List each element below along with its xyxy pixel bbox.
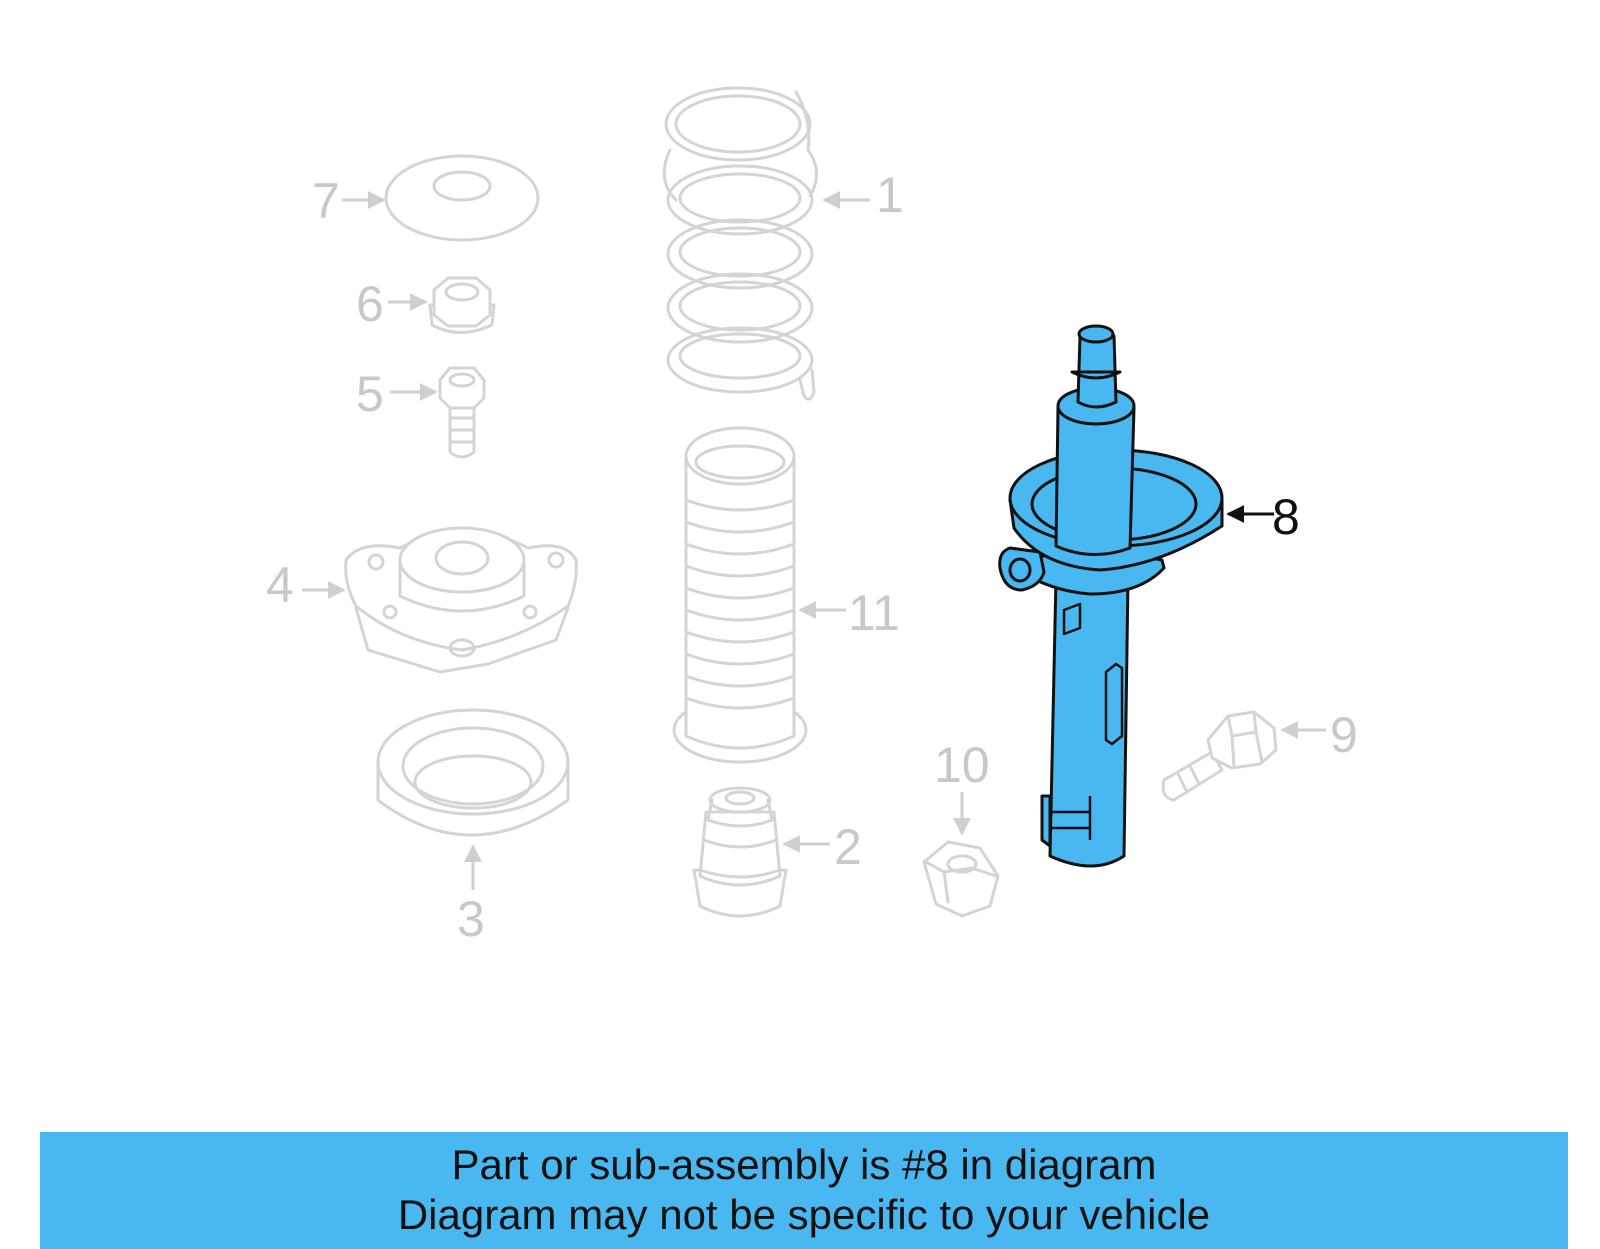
part-7-plate: 7 bbox=[312, 154, 540, 242]
part-3-spring-seat: 3 bbox=[376, 708, 570, 947]
callout-5: 5 bbox=[356, 366, 384, 422]
callout-8: 8 bbox=[1272, 489, 1300, 545]
callout-4: 4 bbox=[266, 557, 294, 613]
parts-diagram: 7 6 5 4 3 bbox=[266, 86, 1358, 947]
part-6-nut: 6 bbox=[356, 276, 496, 334]
callout-10: 10 bbox=[934, 737, 990, 793]
part-11-dust-boot: 11 bbox=[672, 426, 900, 764]
part-5-bolt: 5 bbox=[356, 366, 486, 459]
part-9-bolt: 9 bbox=[1161, 707, 1358, 802]
callout-1: 1 bbox=[876, 167, 904, 223]
callout-6: 6 bbox=[356, 276, 384, 332]
callout-9: 9 bbox=[1330, 707, 1358, 763]
part-10-nut: 10 bbox=[922, 737, 1000, 918]
callout-11: 11 bbox=[848, 585, 900, 641]
banner-line-1: Part or sub-assembly is #8 in diagram bbox=[451, 1141, 1157, 1188]
callout-3: 3 bbox=[457, 891, 485, 947]
info-banner: Part or sub-assembly is #8 in diagram Di… bbox=[40, 1132, 1568, 1249]
part-1-coil-spring: 1 bbox=[662, 86, 904, 401]
callout-2: 2 bbox=[834, 819, 862, 875]
banner-line-2: Diagram may not be specific to your vehi… bbox=[397, 1191, 1211, 1238]
callout-7: 7 bbox=[312, 173, 340, 229]
part-8-strut-assembly: 8 bbox=[998, 324, 1300, 868]
part-2-bump-stop: 2 bbox=[692, 786, 862, 918]
part-4-strut-mount: 4 bbox=[266, 526, 578, 674]
